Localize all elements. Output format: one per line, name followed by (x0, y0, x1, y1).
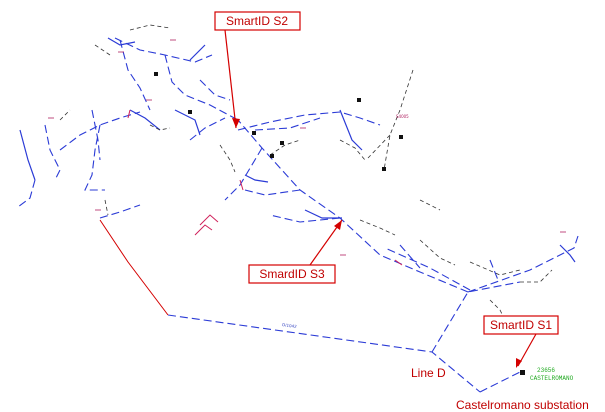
transformer-2 (188, 110, 192, 114)
transformer-1 (154, 72, 158, 76)
solid-1 (107, 37, 136, 46)
branch-cluster-2 (219, 144, 236, 173)
right-branch-2 (489, 259, 499, 281)
top-cluster-4 (199, 79, 231, 101)
transformer-5 (270, 154, 274, 158)
branch-cluster-3 (419, 199, 441, 211)
callout-s2-text: SmartID S2 (226, 14, 288, 28)
callout-s2: SmartID S2 (214, 11, 301, 129)
stub-1 (194, 224, 213, 236)
callout-s3-text: SmardID S3 (259, 267, 325, 281)
transformer-markers (154, 72, 525, 375)
callout-s2-box (214, 11, 301, 31)
branch-right-2 (419, 239, 456, 266)
solid-7 (244, 174, 269, 183)
branch-left-1 (59, 109, 71, 121)
stub-marks (127, 109, 403, 266)
substation-label: Castelromano substation (456, 398, 589, 412)
mid-branch-3 (269, 214, 341, 223)
branch-mid-3 (359, 219, 396, 236)
transformer-6 (357, 98, 361, 102)
stub-2 (199, 214, 219, 226)
top-cluster-2 (119, 39, 151, 111)
solid-6 (304, 209, 342, 219)
solid-9 (559, 244, 576, 263)
line-d-label: Line D (411, 366, 446, 380)
branch-ne-2 (367, 134, 391, 159)
substation-code: 23656 (537, 367, 555, 374)
left-run-3 (84, 124, 105, 191)
branch-top-1 (129, 24, 171, 31)
upper-right-run-2 (254, 117, 321, 131)
mid-branch-1 (224, 147, 263, 201)
left-run-2 (59, 111, 141, 151)
node-ticks (48, 39, 566, 256)
branch-mid-1 (269, 139, 301, 156)
top-cluster-3 (164, 54, 239, 121)
stub-4 (127, 109, 131, 119)
transformer-7 (399, 135, 403, 139)
callout-s1-arrowhead (516, 358, 522, 368)
callout-s3-arrowhead (334, 220, 342, 230)
left-run-1 (44, 124, 61, 181)
solid-segments (19, 37, 576, 263)
callout-s2-arrowhead (232, 118, 240, 128)
callout-s3: SmardID S3 (248, 219, 343, 284)
feeder-lines (17, 37, 579, 393)
solid-4 (339, 109, 363, 151)
trunk-to-substation (479, 370, 523, 393)
branch-top-2 (94, 44, 111, 56)
branch-ne (383, 69, 414, 171)
node-label-s4005: S4005 (396, 114, 409, 119)
branch-right-1 (469, 261, 521, 276)
callout-s3-box (248, 264, 336, 284)
branch-right-3 (520, 269, 553, 283)
branch-mid-2 (339, 139, 366, 161)
callout-s1: SmartID S1 (483, 315, 559, 368)
upper-right-run (237, 111, 381, 131)
center-run (189, 117, 226, 141)
left-run-6 (91, 109, 101, 161)
long-line-label: D/1042 (282, 322, 298, 329)
stub-3 (394, 259, 403, 266)
callout-s1-text: SmartID S1 (490, 318, 552, 332)
solid-2 (129, 109, 161, 131)
right-branch (467, 235, 579, 293)
red-connector (99, 219, 169, 316)
top-cluster-1 (114, 37, 213, 63)
left-run-5 (99, 204, 141, 219)
stub-5 (239, 179, 244, 191)
solid-3 (174, 109, 201, 136)
branch-cluster-1 (149, 124, 171, 131)
diagonal-main-2 (384, 247, 471, 291)
left-run-4 (17, 179, 36, 208)
transformer-4 (280, 141, 284, 145)
solid-8 (189, 44, 206, 61)
right-mid-run (399, 244, 421, 269)
substation-name: CASTELROMANO (530, 375, 574, 382)
callout-s2-arrow (224, 29, 237, 129)
transformer-3 (252, 131, 256, 135)
line-d-trunk (167, 314, 481, 393)
callout-s1-box (483, 315, 559, 335)
mid-branch-2 (244, 189, 301, 196)
substation-marker (520, 370, 525, 375)
branch-left-2 (104, 199, 109, 216)
transformer-8 (382, 167, 386, 171)
solid-5 (19, 129, 36, 181)
